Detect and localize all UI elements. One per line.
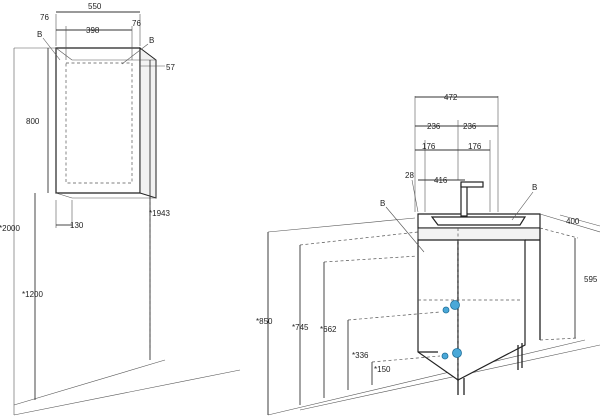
- dim-662: *662: [320, 325, 337, 334]
- dim-76-right: 76: [132, 19, 141, 28]
- dim-1200: *1200: [22, 290, 43, 299]
- dim-550: 550: [88, 2, 102, 11]
- faucet: [460, 183, 468, 217]
- callout-b-basin: B: [532, 183, 537, 192]
- dim-595: 595: [584, 275, 598, 284]
- dim-745: *745: [292, 323, 309, 332]
- vanity-cabinet: [417, 239, 459, 382]
- dim-176-right: 176: [468, 142, 482, 151]
- vanity-view: 472 236 236 176 176 416 28 B B 400 595 *…: [256, 93, 600, 416]
- vanity-door: [457, 239, 526, 381]
- dim-236-right: 236: [463, 122, 477, 131]
- mirror-cabinet-side: [139, 47, 157, 199]
- dim-28: 28: [405, 171, 414, 180]
- basin-opening: [430, 216, 527, 226]
- dim-150: *150: [374, 365, 391, 374]
- dim-416: 416: [434, 176, 448, 185]
- drain-outlet-2-icon: [441, 352, 449, 360]
- dim-472: 472: [444, 93, 458, 102]
- dim-400: 400: [566, 217, 580, 226]
- drain-outlet-icon: [452, 348, 462, 358]
- dim-57: 57: [166, 63, 175, 72]
- callout-b-left: B: [37, 30, 42, 39]
- dim-398: 398: [86, 26, 100, 35]
- water-inlet-icon: [450, 300, 460, 310]
- callout-b-left: B: [380, 199, 385, 208]
- dim-850: *850: [256, 317, 273, 326]
- mirror-cabinet-body: [55, 47, 141, 194]
- dim-76-left: 76: [40, 13, 49, 22]
- callout-b-right: B: [149, 36, 154, 45]
- dim-2000: *2000: [0, 224, 20, 233]
- dim-236-left: 236: [427, 122, 441, 131]
- water-inlet-2-icon: [442, 306, 450, 314]
- dim-1943: *1943: [149, 209, 170, 218]
- dim-800: 800: [26, 117, 40, 126]
- basin-top-face: [417, 227, 541, 241]
- dim-176-left: 176: [422, 142, 436, 151]
- dim-336: *336: [352, 351, 369, 360]
- dim-130: 130: [70, 221, 84, 230]
- mirror-cabinet-view: 550 398 76 76 B B 57 800 *2000 *1200 *19…: [0, 2, 241, 416]
